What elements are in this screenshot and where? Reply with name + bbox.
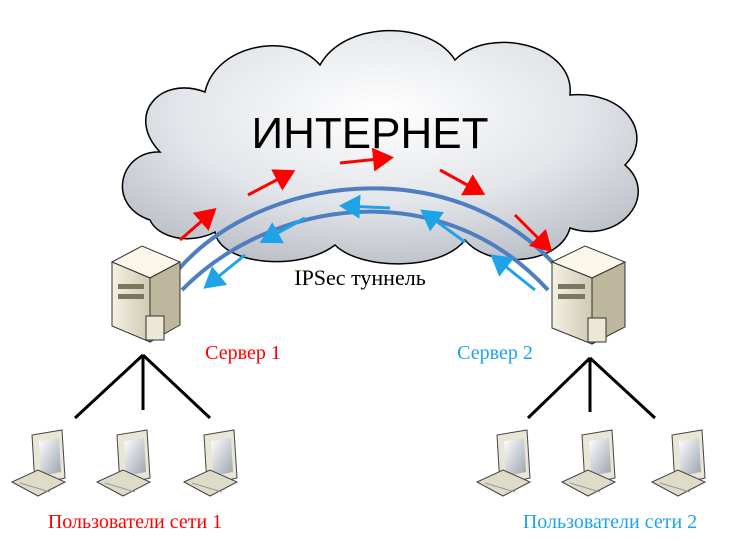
workstation-icon [95,429,152,497]
workstation-icon [10,429,67,497]
internet-cloud: ИНТЕРНЕТ [121,29,639,265]
network-2-label: Пользователи сети 2 [523,511,697,533]
server-2-label: Сервер 2 [457,342,533,364]
red-arrow-3 [339,147,394,172]
workstation-icon [475,429,532,497]
outbound-arrows [179,147,553,253]
workstation-icon [650,429,707,497]
cloud-shape [121,29,639,265]
server-1-links [73,353,212,420]
red-arrow-4 [439,168,486,196]
workstation-icon [560,429,617,497]
server-2-links [526,356,657,420]
workstations [10,429,707,497]
server-1: Сервер 1 [73,245,281,420]
blue-arrow-5 [203,253,246,289]
blue-arrow-1 [490,254,536,292]
blue-arrow-4 [259,216,306,244]
server-2: Сервер 2 [457,245,657,420]
red-arrow-1 [179,208,217,242]
tunnel-line-outer [176,186,557,272]
server-1-icon [110,245,182,343]
blue-arrow-2 [420,209,466,244]
server-1-label: Сервер 1 [205,342,281,364]
red-arrow-2 [247,169,296,197]
inbound-arrows [203,194,536,292]
blue-arrow-3 [339,194,391,219]
network-1-label: Пользователи сети 1 [48,511,222,533]
red-arrow-5 [513,213,553,253]
server-2-icon [550,245,627,345]
cloud-title: ИНТЕРНЕТ [252,109,489,158]
tunnel-label: IPSec туннель [294,265,425,290]
workstation-icon [182,429,239,497]
